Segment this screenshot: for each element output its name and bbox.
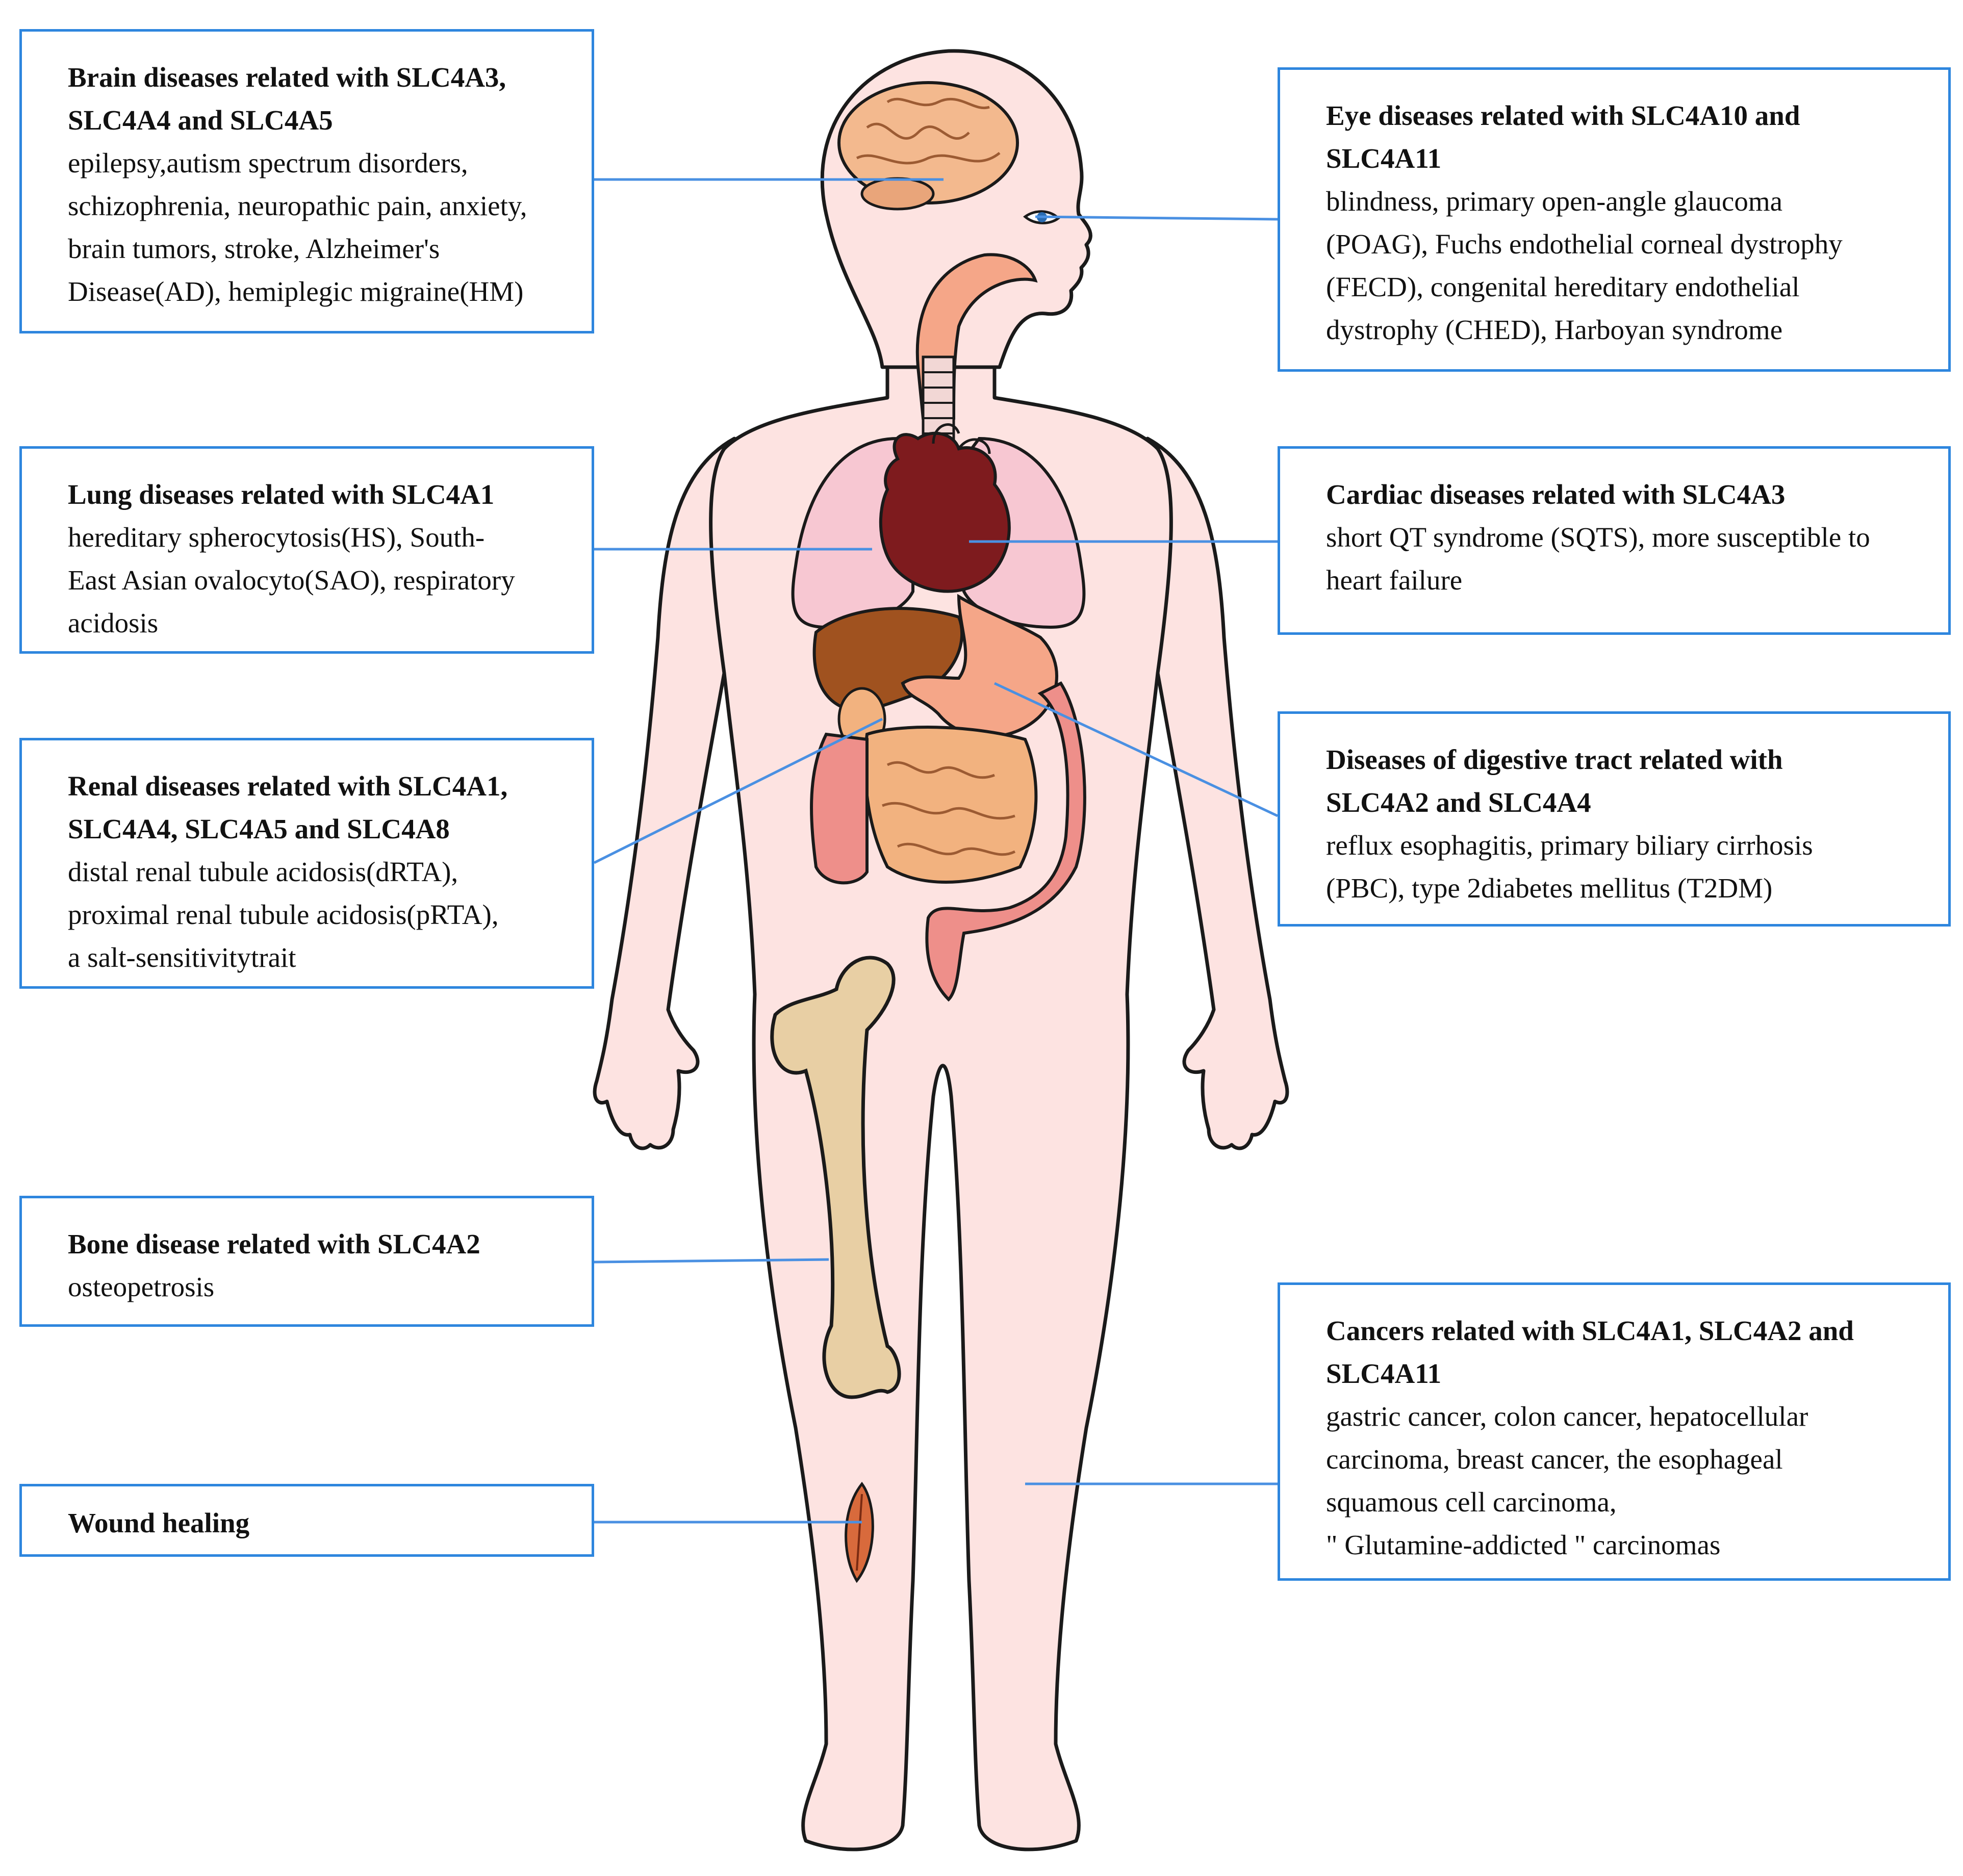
digestive-disease-box: Diseases of digestive tract related with…: [1278, 711, 1951, 927]
digestive-disease-title: Diseases of digestive tract related with…: [1326, 744, 1783, 818]
digestive-disease-desc: reflux esophagitis, primary biliary cirr…: [1326, 830, 1813, 904]
lung-disease-box: Lung diseases related with SLC4A1 heredi…: [19, 446, 594, 654]
brain: [837, 81, 1019, 211]
left-arm: [593, 436, 736, 1150]
brain-disease-title: Brain diseases related with SLC4A3, SLC4…: [68, 62, 506, 136]
wound-healing-box: Wound healing: [19, 1484, 594, 1557]
bone-disease-title: Bone disease related with SLC4A2: [68, 1228, 480, 1260]
heart: [879, 423, 1011, 593]
brain-disease-desc: epilepsy,autism spectrum disorders, schi…: [68, 147, 527, 307]
eye-disease-desc: blindness, primary open-angle glaucoma (…: [1326, 186, 1843, 345]
bone-disease-desc: osteopetrosis: [68, 1271, 215, 1302]
leader-lines: [593, 178, 1279, 1524]
digestive-leader: [993, 682, 1279, 817]
colon: [810, 681, 1086, 1002]
eye-disease-box: Eye diseases related with SLC4A10 and SL…: [1278, 67, 1951, 372]
cardiac-disease-title: Cardiac diseases related with SLC4A3: [1326, 479, 1786, 510]
lung-disease-desc: hereditary spherocytosis(HS), South- Eas…: [68, 522, 515, 638]
renal-disease-title: Renal diseases related with SLC4A1, SLC4…: [68, 770, 508, 844]
cardiac-disease-desc: short QT syndrome (SQTS), more susceptib…: [1326, 522, 1870, 596]
wound-healing-title: Wound healing: [68, 1507, 250, 1538]
right-arm: [1145, 436, 1289, 1150]
eye-disease-title: Eye diseases related with SLC4A10 and SL…: [1326, 100, 1800, 174]
femur-bone: [770, 956, 901, 1399]
eye-leader: [1035, 215, 1278, 221]
bone-leader: [594, 1258, 829, 1264]
renal-disease-desc: distal renal tubule acidosis(dRTA), prox…: [68, 856, 499, 973]
renal-leader: [593, 717, 883, 864]
cancer-desc: gastric cancer, colon cancer, hepatocell…: [1326, 1401, 1808, 1560]
brain-disease-box: Brain diseases related with SLC4A3, SLC4…: [19, 29, 594, 333]
bone-disease-box: Bone disease related with SLC4A2 osteope…: [19, 1196, 594, 1327]
cancer-box: Cancers related with SLC4A1, SLC4A2 and …: [1278, 1282, 1951, 1581]
cancer-title: Cancers related with SLC4A1, SLC4A2 and …: [1326, 1315, 1854, 1389]
lung-disease-title: Lung diseases related with SLC4A1: [68, 479, 495, 510]
small-intestine: [863, 726, 1038, 884]
wound-icon: [845, 1481, 874, 1583]
cardiac-disease-box: Cardiac diseases related with SLC4A3 sho…: [1278, 446, 1951, 635]
renal-disease-box: Renal diseases related with SLC4A1, SLC4…: [19, 738, 594, 989]
